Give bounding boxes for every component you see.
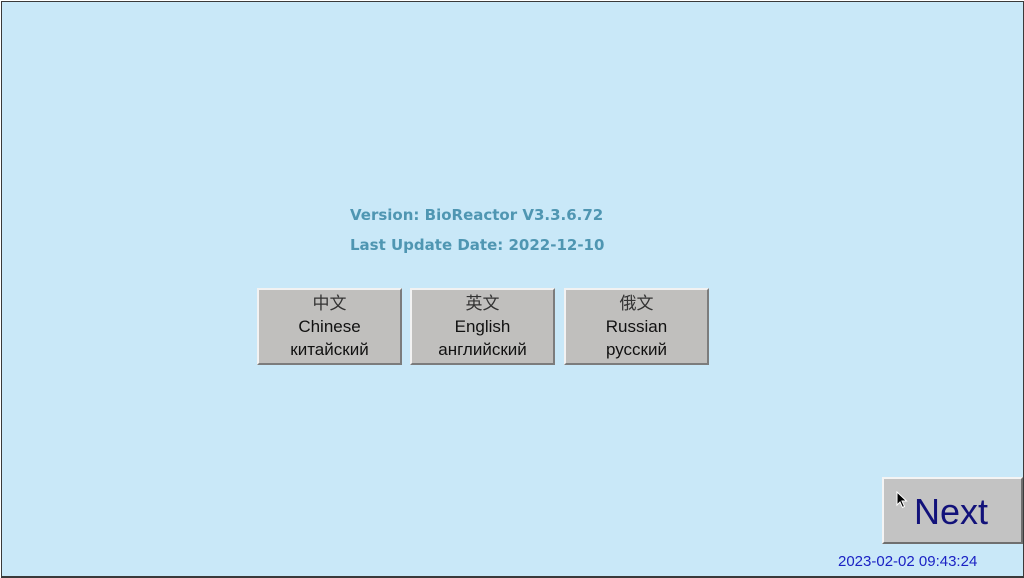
language-english-label: Chinese — [298, 316, 361, 336]
language-english-label: English — [454, 316, 511, 336]
language-button-english[interactable]: 英文 English английский — [410, 288, 555, 365]
language-native-label: 俄文 — [619, 293, 654, 314]
last-update-label: Last Update Date: 2022-12-10 — [350, 236, 605, 254]
language-native-label: 英文 — [465, 293, 500, 314]
language-russian-label: китайский — [290, 339, 369, 359]
next-button[interactable]: Next — [882, 477, 1023, 544]
version-label: Version: BioReactor V3.3.6.72 — [350, 206, 604, 224]
language-native-label: 中文 — [312, 293, 347, 314]
language-button-chinese[interactable]: 中文 Chinese китайский — [257, 288, 402, 365]
language-english-label: Russian — [605, 316, 668, 336]
mouse-pointer-icon — [896, 491, 908, 509]
datetime-display: 2023-02-02 09:43:24 — [838, 553, 978, 570]
language-button-russian[interactable]: 俄文 Russian русский — [564, 288, 709, 365]
next-button-label: Next — [914, 491, 989, 532]
language-russian-label: английский — [438, 339, 527, 359]
language-russian-label: русский — [605, 339, 667, 359]
